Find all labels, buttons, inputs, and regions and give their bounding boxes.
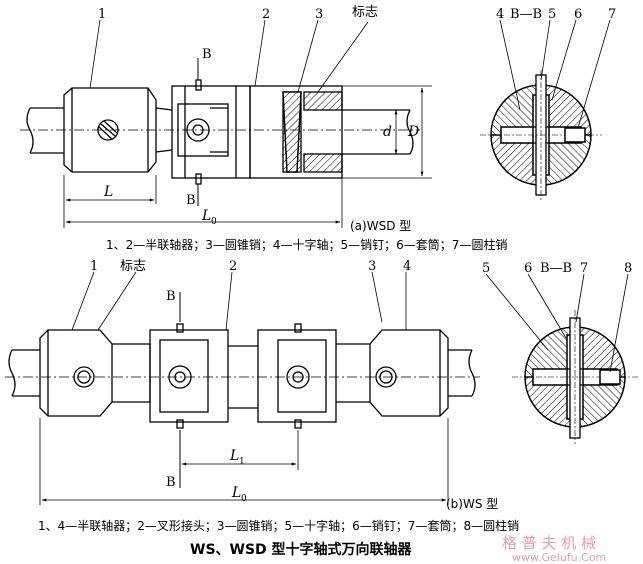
dim-L1-sub-b: 1 [239, 457, 245, 467]
yoke-a [171, 79, 251, 185]
section-callout-5-a: 5 [548, 7, 556, 22]
mark-label-a: 标志 [352, 5, 378, 20]
mark-label-b: 标志 [120, 259, 146, 274]
section-marker-top-a: B [202, 47, 212, 62]
callout-1-a: 1 [98, 7, 106, 22]
callout-4-b: 4 [403, 259, 411, 274]
section-marker-bottom-b: B [166, 475, 176, 490]
watermark-line2: www.Gelufu.Com [512, 551, 606, 564]
callout-3-a: 3 [315, 7, 323, 22]
section-bb-b [485, 273, 638, 444]
section-callout-6-a: 6 [574, 7, 582, 22]
dim-L0-b: L [231, 485, 241, 501]
figure-a [20, 19, 432, 228]
section-callout-5-b: 5 [482, 261, 490, 276]
callout-2-b: 2 [229, 259, 237, 274]
section-callout-4-a: 4 [496, 7, 504, 22]
left-shaft-a [26, 107, 64, 154]
half-coupling-2-a [249, 85, 414, 179]
section-marker-top-b: B [166, 289, 176, 304]
dim-L0-sub-a: 0 [211, 217, 217, 227]
fork-2-b [149, 323, 337, 429]
section-bb-a [480, 19, 611, 200]
dim-d-a: d [383, 124, 392, 140]
section-callout-7-b: 7 [580, 261, 588, 276]
section-title-a: B—B [510, 7, 542, 22]
dim-L0-a: L [201, 208, 211, 224]
labels-a: 1 2 3 标志 B B L L 0 d D 4 B—B 5 6 7 (a)WS… [98, 5, 616, 252]
legend-a: 1、2—半联轴器；3—圆锥销；4—十字轴；5—销钉；6—套筒；7—圆柱销 [106, 237, 507, 252]
dim-L1-b: L [229, 448, 239, 464]
legend-b: 1、4—半联轴器；2—叉形接头；3—圆锥销；5—十字轴；6—销钉；7—套筒；8—… [38, 518, 519, 533]
half-coupling-1-b [39, 329, 151, 417]
section-marker-bottom-a: B [186, 193, 196, 208]
callout-3-b: 3 [368, 259, 376, 274]
half-coupling-4-b [336, 329, 476, 417]
caption-a: (a)WSD 型 [350, 219, 411, 233]
figure-title: WS、WSD 型十字轴式万向联轴器 [190, 541, 413, 558]
watermark-line1: 格 普 夫 机 械 [502, 534, 596, 552]
section-callout-7-a: 7 [608, 7, 616, 22]
figure-b [5, 271, 480, 505]
dim-L-a: L [103, 184, 113, 200]
section-callout-8-b: 8 [624, 261, 632, 276]
watermark: 格 普 夫 机 械 www.Gelufu.Com [502, 534, 606, 564]
callout-2-a: 2 [262, 7, 270, 22]
caption-b: (b)WS 型 [446, 497, 498, 511]
labels-b: 1 标志 2 3 4 B B L 1 L 0 5 6 B—B 7 8 (b)WS… [38, 259, 632, 533]
callout-1-b: 1 [90, 259, 98, 274]
section-title-b: B—B [540, 261, 572, 276]
section-callout-6-b: 6 [524, 261, 532, 276]
dim-L0-sub-b: 0 [241, 494, 247, 504]
dim-D-a: D [407, 124, 419, 140]
